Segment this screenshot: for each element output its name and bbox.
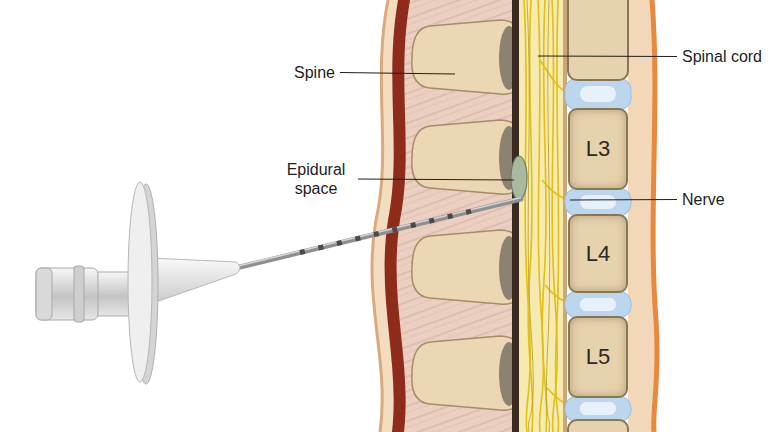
lamina: [412, 20, 520, 94]
vertebral-body: [568, 0, 628, 80]
leader-line: [570, 199, 677, 201]
disc: [565, 78, 631, 422]
part-label: Spinal cord: [682, 47, 762, 66]
nerve-strands: [527, 0, 550, 432]
lamina: [412, 230, 520, 304]
muscle-band: [385, 0, 410, 432]
lamina: [412, 120, 520, 194]
vertebra-label: L4: [586, 241, 610, 267]
skin-line: [372, 0, 388, 432]
vertebral-body: L3: [568, 108, 628, 190]
ligament-band: [512, 0, 519, 432]
vertebral-body: L4: [568, 214, 628, 293]
leader-line: [340, 73, 455, 75]
lamina: [412, 336, 520, 410]
epidural-needle: [36, 182, 521, 384]
vertebra-label: L5: [586, 344, 610, 370]
part-label: Spine: [294, 63, 335, 82]
epidural-space: [511, 156, 527, 200]
vertebral-body: L5: [568, 316, 628, 398]
part-label: Nerve: [682, 190, 725, 209]
spinal-canal: [519, 0, 564, 432]
leader-line: [538, 56, 677, 58]
vertebral-body: [568, 420, 628, 432]
part-label: Epidural space: [279, 160, 353, 198]
front-tissue: [628, 0, 657, 432]
posterior-ligament: [563, 0, 567, 432]
leader-line: [358, 179, 514, 180]
skin-line: [652, 0, 657, 432]
vertebra-label: L3: [586, 136, 610, 162]
nerve-strands: [524, 0, 574, 432]
